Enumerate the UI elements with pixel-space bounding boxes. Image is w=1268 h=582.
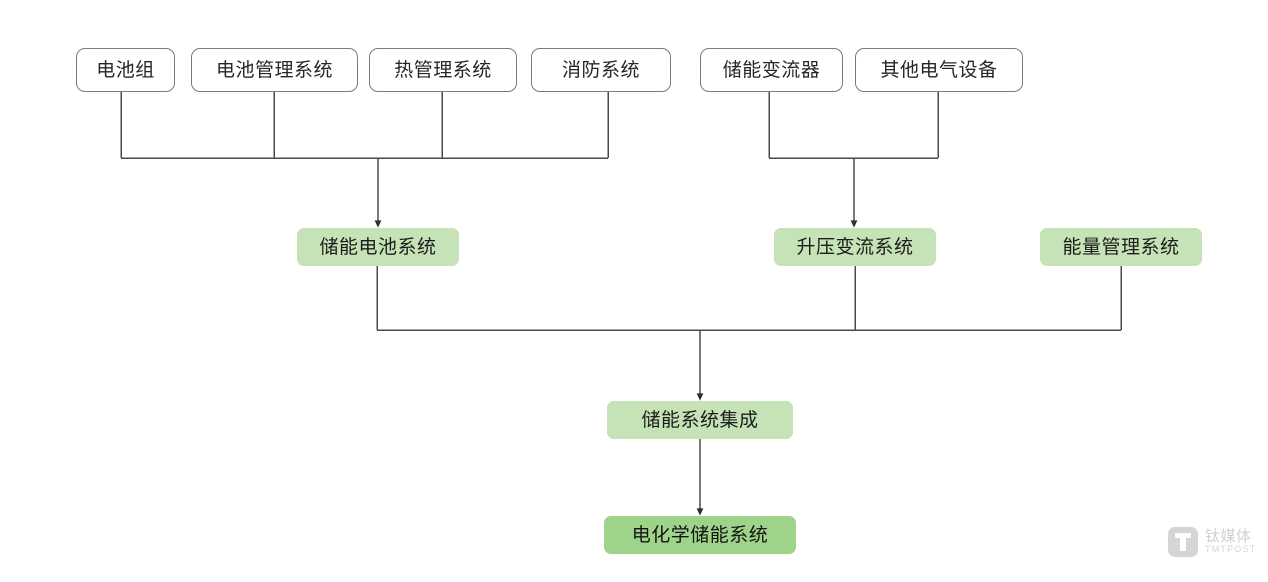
node-battery-storage-system[interactable]: 储能电池系统 [297,228,459,266]
node-energy-management-system[interactable]: 能量管理系统 [1040,228,1202,266]
node-energy-management-system-label: 能量管理系统 [1062,236,1180,258]
tmtpost-logo-icon [1168,527,1198,557]
node-fire-protection-label: 消防系统 [561,59,640,81]
node-battery-pack[interactable]: 电池组 [76,48,175,92]
node-thermal-management[interactable]: 热管理系统 [369,48,517,92]
node-battery-pack-label: 电池组 [96,59,155,81]
node-bms-label: 电池管理系统 [215,59,333,81]
node-fire-protection[interactable]: 消防系统 [531,48,671,92]
node-battery-storage-system-label: 储能电池系统 [319,236,437,258]
node-electrochemical-energy-storage-system-label: 电化学储能系统 [631,524,769,546]
node-system-integration-label: 储能系统集成 [641,409,759,431]
node-system-integration[interactable]: 储能系统集成 [607,401,793,439]
node-other-electrical-equipment[interactable]: 其他电气设备 [855,48,1023,92]
node-thermal-management-label: 热管理系统 [394,59,492,81]
watermark-cn-label: 钛媒体 [1205,528,1252,546]
node-boost-conversion-system-label: 升压变流系统 [796,236,914,258]
node-pcs[interactable]: 储能变流器 [700,48,843,92]
watermark-text: 钛媒体 TMTPOST [1205,529,1256,554]
node-pcs-label: 储能变流器 [722,59,821,81]
node-boost-conversion-system[interactable]: 升压变流系统 [774,228,936,266]
node-electrochemical-energy-storage-system[interactable]: 电化学储能系统 [604,516,796,554]
watermark-en-label: TMTPOST [1205,544,1257,555]
node-other-electrical-equipment-label: 其他电气设备 [880,59,998,81]
watermark: 钛媒体 TMTPOST [1168,527,1256,557]
node-bms[interactable]: 电池管理系统 [191,48,358,92]
